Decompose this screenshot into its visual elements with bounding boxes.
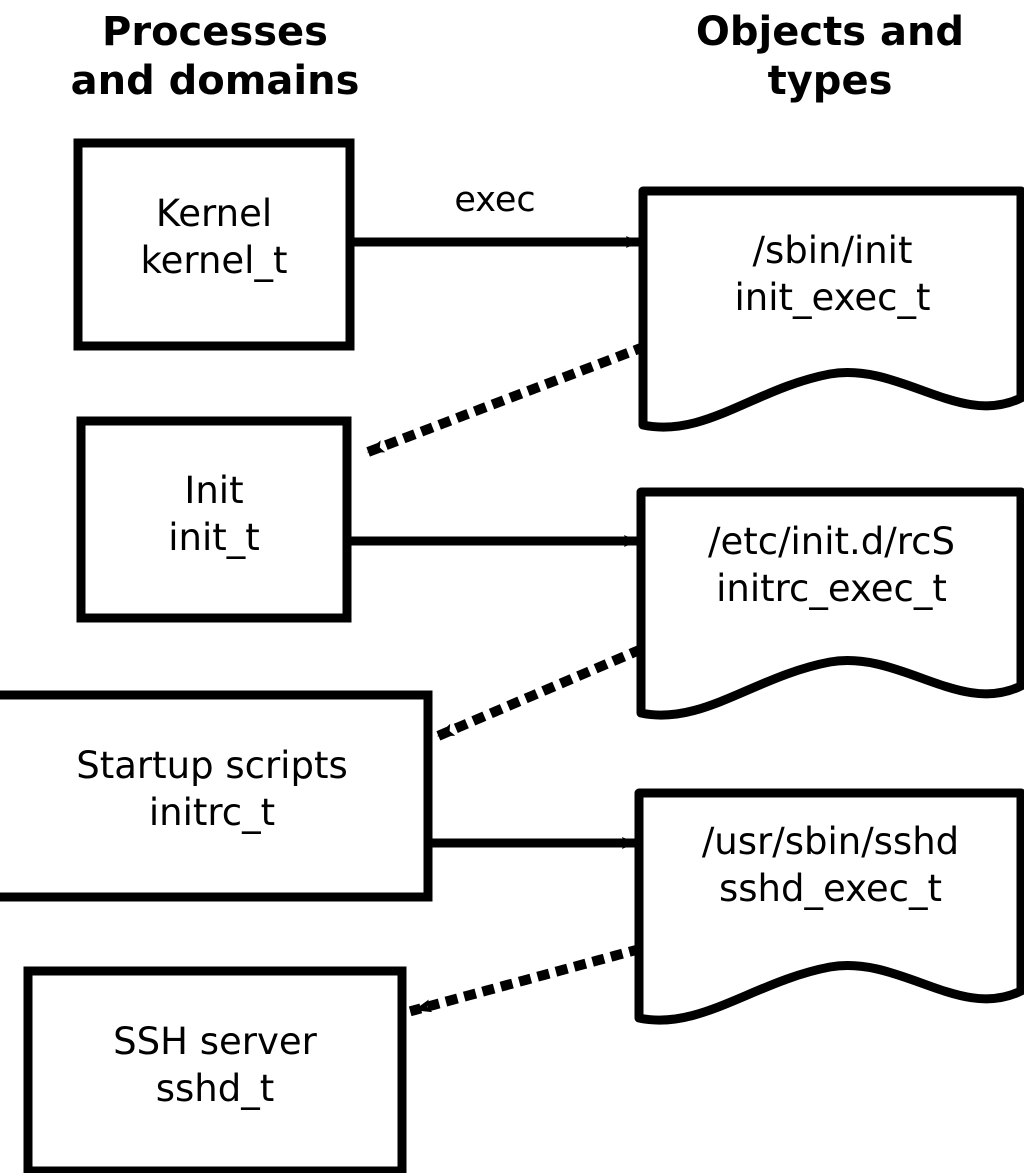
column-title-processes: Processes and domains bbox=[70, 9, 360, 104]
object-label-init-exec: /sbin/init init_exec_t bbox=[734, 229, 931, 320]
edge-label-exec: exec bbox=[454, 180, 536, 220]
object-doc-initrc-exec[interactable] bbox=[636, 487, 1024, 720]
edge-init-exec-to-init bbox=[361, 341, 648, 459]
process-box-kernel[interactable] bbox=[73, 138, 355, 351]
process-box-sshd[interactable] bbox=[23, 966, 407, 1173]
edge-initrc-exec-to-initrc bbox=[431, 644, 644, 743]
process-box-init[interactable] bbox=[76, 416, 352, 623]
process-box-initrc[interactable] bbox=[0, 690, 433, 902]
process-label-kernel: Kernel kernel_t bbox=[140, 192, 288, 283]
edge-sshd-exec-to-sshd bbox=[408, 943, 643, 1017]
object-doc-init-exec[interactable] bbox=[638, 186, 1024, 432]
object-label-sshd-exec: /usr/sbin/sshd sshd_exec_t bbox=[701, 820, 960, 911]
object-doc-sshd-exec[interactable] bbox=[634, 788, 1024, 1025]
object-label-initrc-exec: /etc/init.d/rcS initrc_exec_t bbox=[707, 520, 955, 611]
process-label-init: Init init_t bbox=[168, 469, 260, 560]
column-title-objects: Objects and types bbox=[695, 9, 965, 104]
process-label-sshd: SSH server sshd_t bbox=[113, 1020, 317, 1111]
process-label-initrc: Startup scripts initrc_t bbox=[76, 744, 348, 835]
